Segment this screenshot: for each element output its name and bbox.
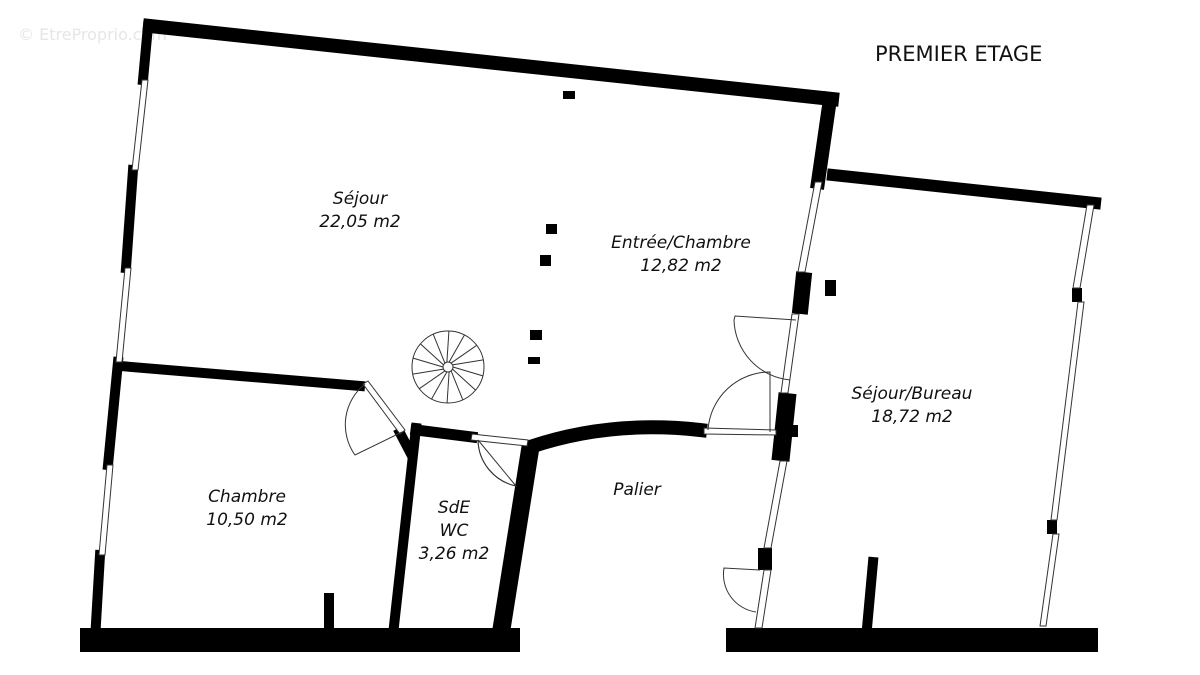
stair-tread bbox=[450, 370, 464, 401]
walls bbox=[80, 18, 1102, 652]
room-chambre-name: Chambre bbox=[208, 487, 286, 507]
room-sejour-name: Séjour bbox=[333, 189, 388, 209]
stair-tread bbox=[412, 368, 444, 375]
room-labels: Séjour 22,05 m2 Entrée/Chambre 12,82 m2 … bbox=[206, 189, 972, 564]
stair-tread bbox=[452, 368, 476, 391]
stair-tread bbox=[432, 333, 446, 364]
floor-title: PREMIER ETAGE bbox=[875, 42, 1042, 66]
stair-tread bbox=[448, 334, 465, 363]
stair-tread bbox=[446, 371, 450, 404]
windows bbox=[98, 79, 1095, 629]
room-entree-area: 12,82 m2 bbox=[640, 256, 721, 276]
doors bbox=[344, 315, 797, 613]
stair-tread bbox=[419, 370, 446, 390]
stair-tread bbox=[450, 344, 477, 364]
room-wc-name: WC bbox=[440, 521, 469, 541]
stair-tread bbox=[431, 371, 448, 400]
room-sde-name: SdE bbox=[438, 498, 471, 518]
room-bureau-name: Séjour/Bureau bbox=[852, 384, 973, 404]
watermark: © EtreProprio.com bbox=[18, 25, 167, 44]
room-entree-name: Entrée/Chambre bbox=[611, 233, 751, 253]
stair-tread bbox=[452, 366, 484, 377]
room-palier-name: Palier bbox=[613, 480, 662, 500]
room-chambre-area: 10,50 m2 bbox=[206, 510, 287, 530]
stair-tread bbox=[420, 343, 444, 366]
stair-tread bbox=[446, 330, 450, 363]
room-sejour-area: 22,05 m2 bbox=[319, 212, 400, 232]
room-sde-area: 3,26 m2 bbox=[419, 544, 490, 564]
stair-tread bbox=[412, 357, 444, 368]
stair-tread bbox=[452, 359, 484, 366]
spiral-staircase-icon bbox=[411, 330, 485, 404]
room-bureau-area: 18,72 m2 bbox=[871, 407, 952, 427]
